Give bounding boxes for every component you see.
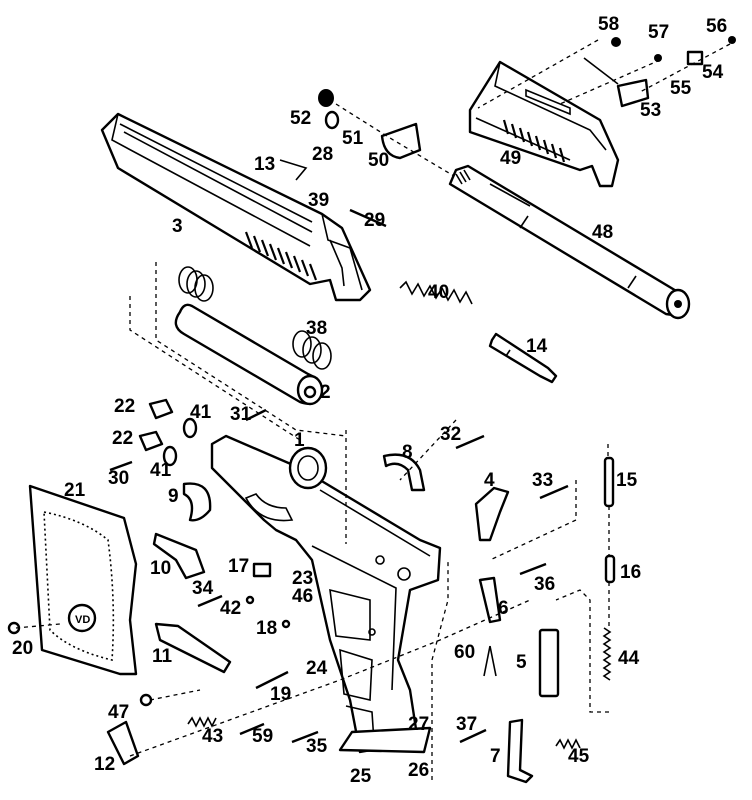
- label-32: 32: [440, 424, 461, 445]
- label-30: 30: [108, 468, 129, 489]
- label-23: 23: [292, 568, 313, 589]
- firing-pin-part: [488, 332, 558, 384]
- label-11: 11: [152, 646, 173, 667]
- small-springs: [187, 627, 612, 750]
- label-3: 3: [172, 216, 183, 237]
- label-31: 31: [230, 404, 252, 425]
- label-20: 20: [12, 638, 33, 659]
- label-13: 13: [254, 154, 275, 175]
- label-35: 35: [306, 736, 328, 757]
- grip-panel-part: [28, 484, 138, 676]
- label-25: 25: [350, 766, 372, 787]
- label-51: 51: [342, 128, 364, 149]
- label-7: 7: [490, 746, 501, 767]
- label-15: 15: [616, 470, 638, 491]
- label-58: 58: [598, 14, 619, 35]
- label-29: 29: [364, 210, 385, 231]
- label-9: 9: [168, 486, 179, 507]
- label-57: 57: [648, 22, 669, 43]
- small-parts: [7, 36, 736, 784]
- label-41b: 41: [150, 460, 172, 481]
- label-59: 59: [252, 726, 273, 747]
- label-56: 56: [706, 16, 727, 37]
- label-34: 34: [192, 578, 214, 599]
- label-14: 14: [526, 336, 548, 357]
- spring-coils-part: [178, 266, 332, 370]
- frame-part: [210, 434, 442, 754]
- label-41a: 41: [190, 402, 212, 423]
- barrel-part: [448, 164, 691, 320]
- label-4: 4: [484, 470, 495, 491]
- rear-slide-part: [468, 60, 620, 188]
- label-19: 19: [270, 684, 291, 705]
- label-47: 47: [108, 702, 129, 723]
- magazine-base-part: [338, 726, 432, 754]
- label-22b: 22: [112, 428, 133, 449]
- label-40: 40: [428, 282, 449, 303]
- label-42: 42: [220, 598, 241, 619]
- label-21: 21: [64, 480, 86, 501]
- label-46: 46: [292, 586, 313, 607]
- label-52: 52: [290, 108, 311, 129]
- label-37: 37: [456, 714, 477, 735]
- label-26: 26: [408, 760, 429, 781]
- label-43: 43: [202, 726, 223, 747]
- part-number-labels: 1 2 3 4 5 6 7 8 9 10 11 12 13 14 15 16 1…: [12, 14, 727, 787]
- label-27: 27: [408, 714, 429, 735]
- label-49: 49: [500, 148, 521, 169]
- label-50: 50: [368, 150, 389, 171]
- label-48: 48: [592, 222, 613, 243]
- label-5: 5: [516, 652, 527, 673]
- label-54: 54: [702, 62, 724, 83]
- spring-guide-part: [174, 303, 324, 406]
- label-45: 45: [568, 746, 590, 767]
- label-8: 8: [402, 442, 413, 463]
- label-53: 53: [640, 100, 661, 121]
- recoil-spring-part: [399, 280, 473, 305]
- label-6: 6: [498, 598, 509, 619]
- label-55: 55: [670, 78, 692, 99]
- label-28: 28: [312, 144, 333, 165]
- label-44: 44: [618, 648, 640, 669]
- slide-part: [100, 112, 372, 302]
- label-12: 12: [94, 754, 115, 775]
- label-17: 17: [228, 556, 249, 577]
- label-38: 38: [306, 318, 327, 339]
- label-22a: 22: [114, 396, 135, 417]
- label-60: 60: [454, 642, 475, 663]
- label-33: 33: [532, 470, 553, 491]
- label-18: 18: [256, 618, 277, 639]
- label-24: 24: [306, 658, 328, 679]
- label-36: 36: [534, 574, 555, 595]
- emblem-text: VD: [75, 614, 90, 626]
- label-10: 10: [150, 558, 171, 579]
- label-1: 1: [294, 430, 305, 451]
- label-16: 16: [620, 562, 641, 583]
- label-2: 2: [320, 382, 331, 403]
- assembly-lines: [15, 39, 731, 780]
- label-39: 39: [308, 190, 329, 211]
- pin-parts: [109, 208, 569, 744]
